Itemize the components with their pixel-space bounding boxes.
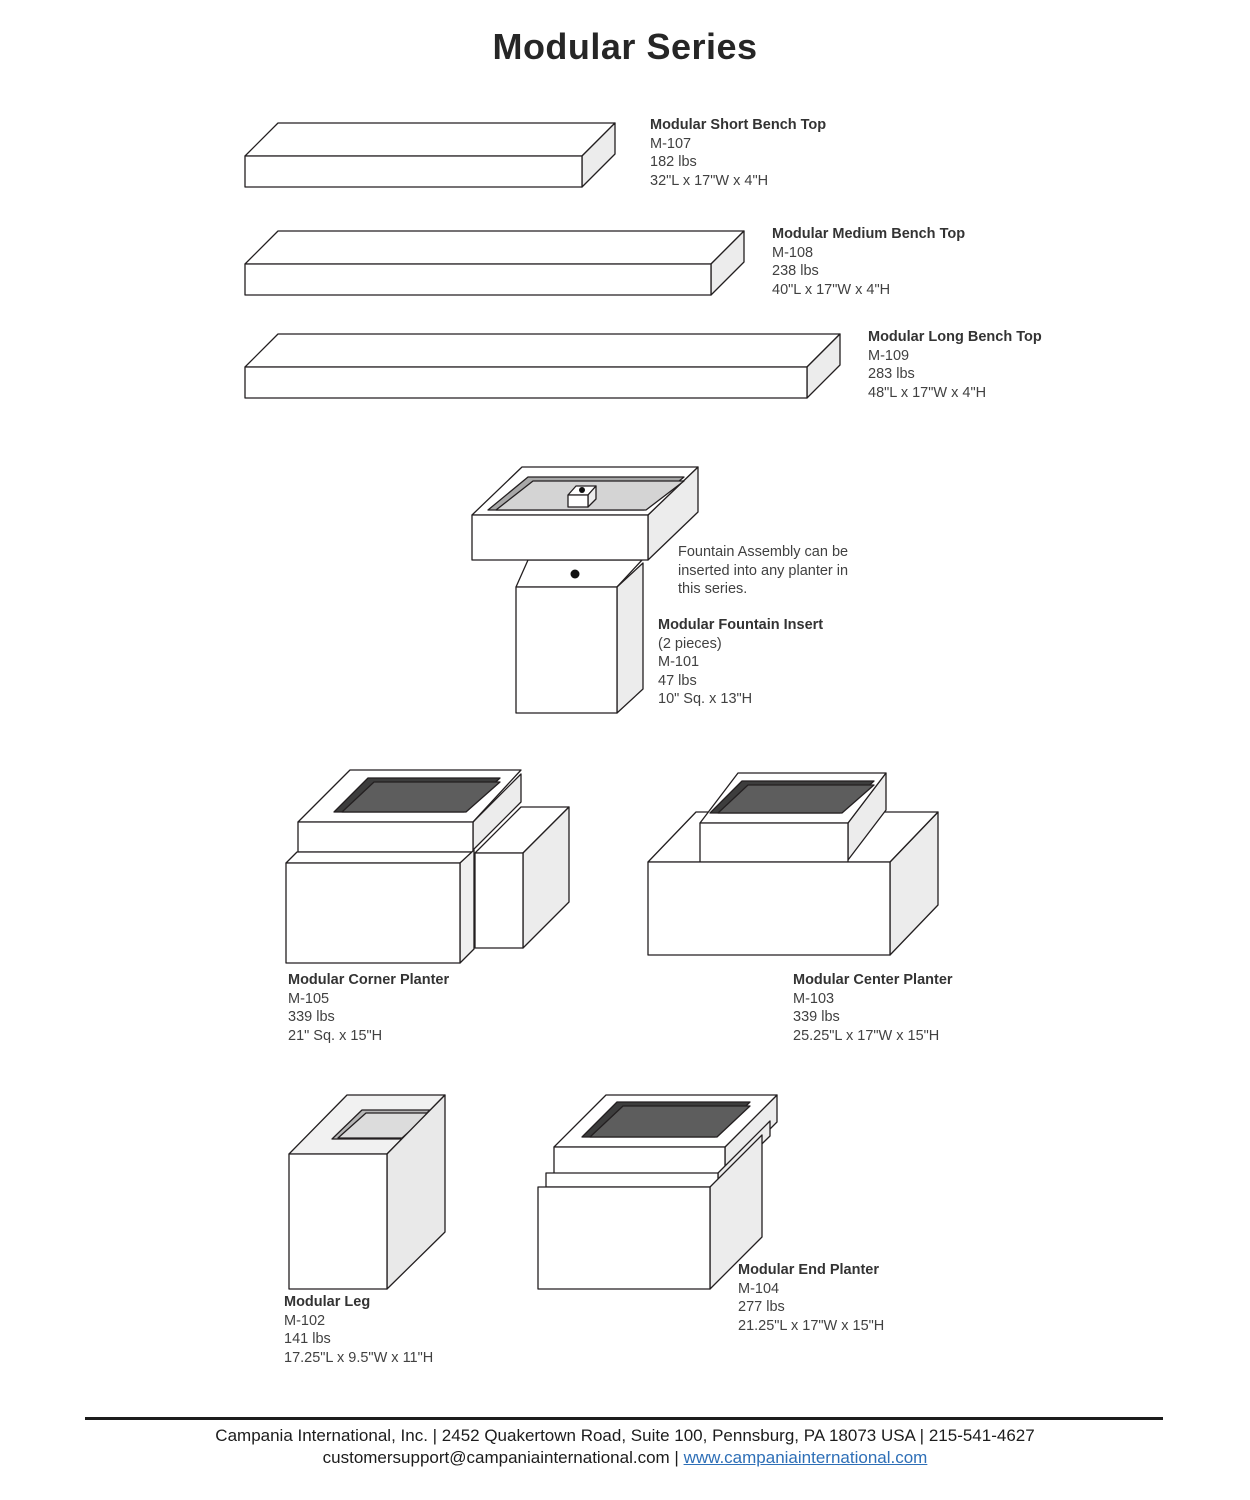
- center-planter-drawing: [647, 772, 939, 956]
- long-bench-top-drawing: [244, 333, 841, 399]
- footer: Campania International, Inc. | 2452 Quak…: [0, 1425, 1250, 1469]
- product-label-center-planter: Modular Center Planter M-103 339 lbs 25.…: [793, 971, 953, 1045]
- product-sku: M-103: [793, 990, 835, 1007]
- product-weight: 238 lbs: [772, 263, 819, 279]
- product-name: Modular Center Planter: [793, 972, 953, 988]
- product-dims: 40"L x 17"W x 4"H: [772, 281, 891, 298]
- product-label-modular-leg: Modular Leg M-102 141 lbs 17.25"L x 9.5"…: [284, 1293, 433, 1367]
- footer-separator: |: [669, 1448, 684, 1467]
- medium-bench-top-drawing: [244, 230, 745, 296]
- product-sku: M-101: [658, 654, 700, 670]
- product-name: Modular Short Bench Top: [650, 117, 827, 133]
- footer-divider: [85, 1417, 1163, 1420]
- fountain-insert-drawing: [471, 466, 699, 714]
- product-dims: 32"L x 17"W x 4"H: [650, 172, 769, 189]
- product-sku: M-109: [868, 347, 910, 364]
- product-label-end-planter: Modular End Planter M-104 277 lbs 21.25"…: [738, 1261, 884, 1335]
- product-dims: 48"L x 17"W x 4"H: [868, 384, 987, 401]
- product-pieces: (2 pieces): [658, 635, 722, 652]
- product-dims: 21.25"L x 17"W x 15"H: [738, 1317, 885, 1334]
- footer-email: customersupport@campaniainternational.co…: [322, 1448, 670, 1467]
- short-bench-top-drawing: [244, 122, 616, 188]
- product-weight: 277 lbs: [738, 1299, 785, 1315]
- product-sku: M-105: [288, 990, 330, 1007]
- product-sku: M-108: [772, 244, 814, 261]
- product-label-medium-bench: Modular Medium Bench Top M-108 238 lbs 4…: [772, 225, 965, 299]
- product-weight: 47 lbs: [658, 672, 697, 689]
- product-sku: M-107: [650, 135, 692, 152]
- product-weight: 339 lbs: [288, 1009, 335, 1025]
- product-label-short-bench: Modular Short Bench Top M-107 182 lbs 32…: [650, 116, 826, 190]
- product-name: Modular Corner Planter: [288, 972, 450, 988]
- fountain-note: Fountain Assembly can be inserted into a…: [678, 544, 849, 597]
- end-planter-drawing: [537, 1094, 778, 1290]
- product-name: Modular End Planter: [738, 1262, 879, 1278]
- product-label-fountain-insert: Modular Fountain Insert (2 pieces) M-101…: [658, 616, 823, 709]
- footer-address-line: Campania International, Inc. | 2452 Quak…: [215, 1426, 1035, 1445]
- product-label-long-bench: Modular Long Bench Top M-109 283 lbs 48"…: [868, 328, 1042, 402]
- product-dims: 25.25"L x 17"W x 15"H: [793, 1027, 940, 1044]
- product-sku: M-104: [738, 1280, 780, 1297]
- product-dims: 21" Sq. x 15"H: [288, 1027, 383, 1044]
- product-dims: 17.25"L x 9.5"W x 11"H: [284, 1349, 434, 1366]
- page-title: Modular Series: [492, 26, 758, 67]
- product-name: Modular Fountain Insert: [658, 617, 824, 633]
- footer-website-link[interactable]: www.campaniainternational.com: [683, 1448, 928, 1467]
- modular-leg-drawing: [288, 1094, 446, 1290]
- product-weight: 283 lbs: [868, 366, 915, 382]
- product-name: Modular Long Bench Top: [868, 329, 1042, 345]
- corner-planter-drawing: [285, 769, 570, 964]
- product-weight: 182 lbs: [650, 154, 697, 170]
- product-name: Modular Medium Bench Top: [772, 226, 966, 242]
- product-weight: 339 lbs: [793, 1009, 840, 1025]
- product-name: Modular Leg: [284, 1294, 371, 1310]
- product-sku: M-102: [284, 1312, 326, 1329]
- product-weight: 141 lbs: [284, 1331, 331, 1347]
- product-label-corner-planter: Modular Corner Planter M-105 339 lbs 21"…: [288, 971, 449, 1045]
- product-dims: 10" Sq. x 13"H: [658, 691, 753, 707]
- footer-contact-line: customersupport@campaniainternational.co…: [0, 1447, 1250, 1469]
